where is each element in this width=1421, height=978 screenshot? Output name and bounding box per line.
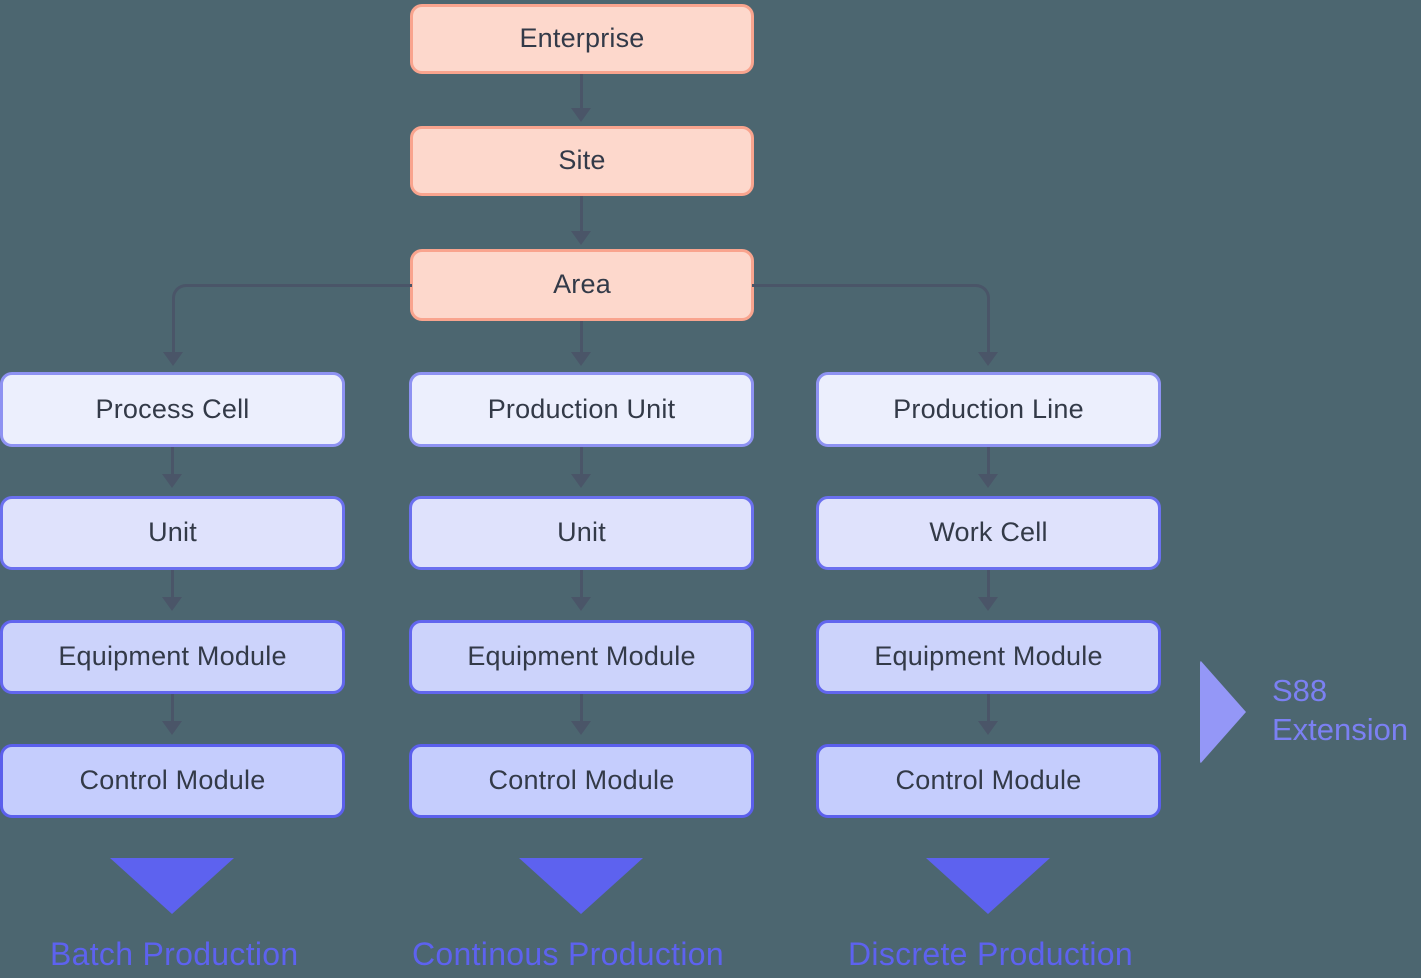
node-col2-equipment-module[interactable]: Equipment Module — [409, 620, 754, 694]
node-process-cell[interactable]: Process Cell — [0, 372, 345, 447]
arrowhead-col3-1-2 — [978, 474, 998, 488]
s88-extension-line2: Extension — [1272, 711, 1409, 747]
outcome-arrow-discrete — [926, 858, 1050, 914]
s88-extension-line1: S88 — [1272, 673, 1328, 708]
node-label: Equipment Module — [874, 641, 1103, 672]
caption-batch-production: Batch Production — [50, 936, 299, 972]
arrowhead-col2-3-4 — [571, 721, 591, 735]
caption-continuous-production: Continous Production — [412, 936, 724, 972]
arrowhead-col3-3-4 — [978, 721, 998, 735]
node-production-line[interactable]: Production Line — [816, 372, 1161, 447]
node-enterprise[interactable]: Enterprise — [410, 4, 754, 74]
outcome-arrow-batch — [110, 858, 234, 914]
node-col3-equipment-module[interactable]: Equipment Module — [816, 620, 1161, 694]
arrowhead-area-col1 — [163, 352, 183, 366]
node-label: Control Module — [488, 765, 675, 796]
connector-area-to-col3 — [752, 284, 990, 356]
node-label: Unit — [557, 517, 606, 548]
connector-col2-1-2 — [580, 447, 583, 479]
s88-extension-label: S88 Extension — [1272, 672, 1408, 750]
arrowhead-area-col3 — [978, 352, 998, 366]
node-label: Area — [553, 269, 611, 300]
node-col2-control-module[interactable]: Control Module — [409, 744, 754, 818]
arrowhead-col2-2-3 — [571, 597, 591, 611]
connector-area-to-col2 — [580, 321, 583, 356]
node-col1-equipment-module[interactable]: Equipment Module — [0, 620, 345, 694]
connector-enterprise-site — [580, 74, 583, 112]
caption-discrete-production: Discrete Production — [848, 936, 1133, 972]
node-label: Production Unit — [487, 393, 676, 424]
node-col1-control-module[interactable]: Control Module — [0, 744, 345, 818]
node-label: Control Module — [895, 765, 1082, 796]
node-col2-unit[interactable]: Unit — [409, 496, 754, 570]
arrowhead-col1-3-4 — [162, 721, 182, 735]
connector-col1-3-4 — [171, 694, 174, 726]
connector-col3-3-4 — [987, 694, 990, 726]
connector-col1-1-2 — [171, 447, 174, 479]
node-label: Enterprise — [519, 23, 645, 54]
connector-col2-2-3 — [580, 570, 583, 602]
connector-col3-1-2 — [987, 447, 990, 479]
node-label: Work Cell — [929, 517, 1048, 548]
connector-col1-2-3 — [171, 570, 174, 602]
arrowhead-col2-1-2 — [571, 474, 591, 488]
node-label: Equipment Module — [467, 641, 696, 672]
arrowhead-col1-2-3 — [162, 597, 182, 611]
s88-extension-arrow-icon — [1200, 660, 1246, 764]
connector-site-area — [580, 196, 583, 234]
arrowhead-col3-2-3 — [978, 597, 998, 611]
node-area[interactable]: Area — [410, 249, 754, 321]
outcome-arrow-continuous — [519, 858, 643, 914]
node-production-unit[interactable]: Production Unit — [409, 372, 754, 447]
node-work-cell[interactable]: Work Cell — [816, 496, 1161, 570]
node-label: Process Cell — [95, 393, 250, 424]
connector-col2-3-4 — [580, 694, 583, 726]
node-label: Site — [558, 145, 606, 176]
node-site[interactable]: Site — [410, 126, 754, 196]
node-col1-unit[interactable]: Unit — [0, 496, 345, 570]
node-label: Control Module — [79, 765, 266, 796]
node-label: Production Line — [893, 393, 1084, 424]
connector-col3-2-3 — [987, 570, 990, 602]
node-label: Equipment Module — [58, 641, 287, 672]
arrowhead-col1-1-2 — [162, 474, 182, 488]
arrowhead-enterprise-site — [571, 108, 591, 122]
connector-area-to-col1 — [172, 284, 412, 356]
arrowhead-site-area — [571, 231, 591, 245]
node-label: Unit — [148, 517, 197, 548]
arrowhead-area-col2 — [571, 352, 591, 366]
node-col3-control-module[interactable]: Control Module — [816, 744, 1161, 818]
